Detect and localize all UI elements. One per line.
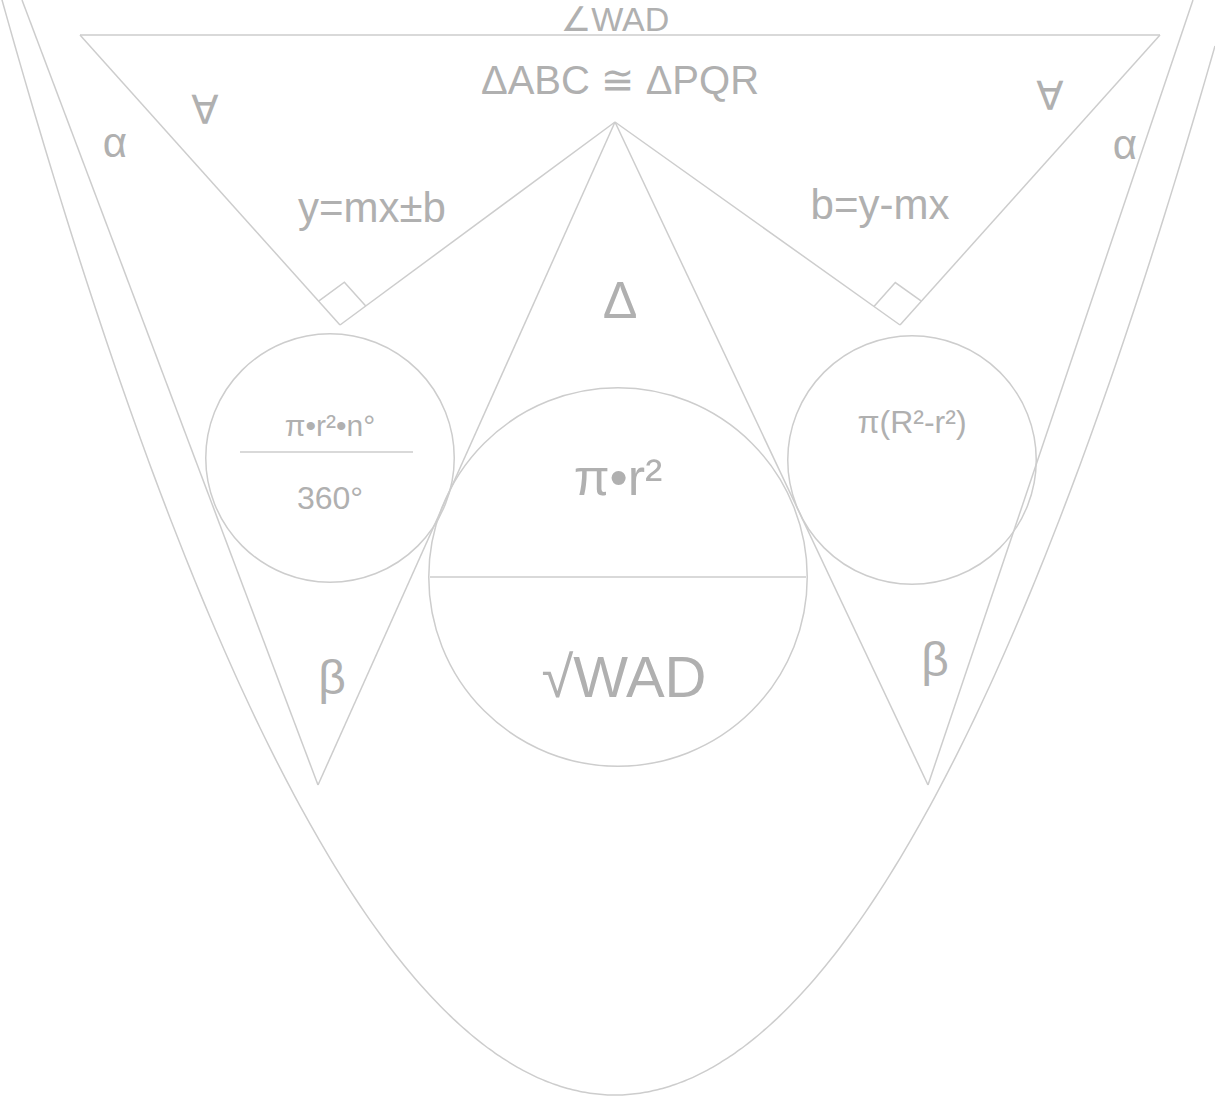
divider-line — [430, 576, 806, 578]
circle-outline — [428, 387, 808, 767]
formula-text: π•r² — [574, 451, 663, 503]
formula-circle: π•r² √WAD — [428, 387, 808, 767]
right-angle-mark — [874, 283, 921, 307]
construction-line — [900, 35, 1160, 325]
construction-line — [928, 0, 1193, 785]
angle-label: ∠WAD — [561, 2, 670, 36]
equation-label: y=mx±b — [298, 187, 446, 229]
formula-text: π•r²•n° — [285, 411, 375, 441]
formula-text: π(R²-r²) — [857, 406, 966, 438]
circle-shape — [206, 334, 455, 583]
quantifier-symbol: ∀ — [191, 90, 218, 130]
equation-label: b=y-mx — [811, 184, 950, 226]
construction-line — [22, 0, 318, 785]
congruence-label: ΔABC ≅ ΔPQR — [481, 60, 759, 100]
construction-line — [80, 35, 340, 325]
formula-circle: π•r²•n° 360° — [205, 333, 455, 583]
formula-circle: π(R²-r²) — [787, 335, 1037, 585]
right-angle-mark — [319, 282, 366, 306]
triangle-symbol: Δ — [603, 274, 638, 326]
divider-line — [240, 451, 413, 453]
quantifier-symbol: ∀ — [1036, 76, 1063, 116]
circle-shape — [788, 336, 1037, 585]
formula-text: 360° — [297, 482, 363, 514]
formula-text: √WAD — [542, 648, 707, 706]
angle-symbol: β — [318, 654, 346, 702]
circle-shape — [429, 388, 808, 767]
angle-symbol: α — [1113, 124, 1137, 166]
circle-outline — [205, 333, 455, 583]
angle-symbol: β — [921, 636, 949, 684]
circle-outline — [787, 335, 1037, 585]
angle-symbol: α — [103, 122, 127, 164]
